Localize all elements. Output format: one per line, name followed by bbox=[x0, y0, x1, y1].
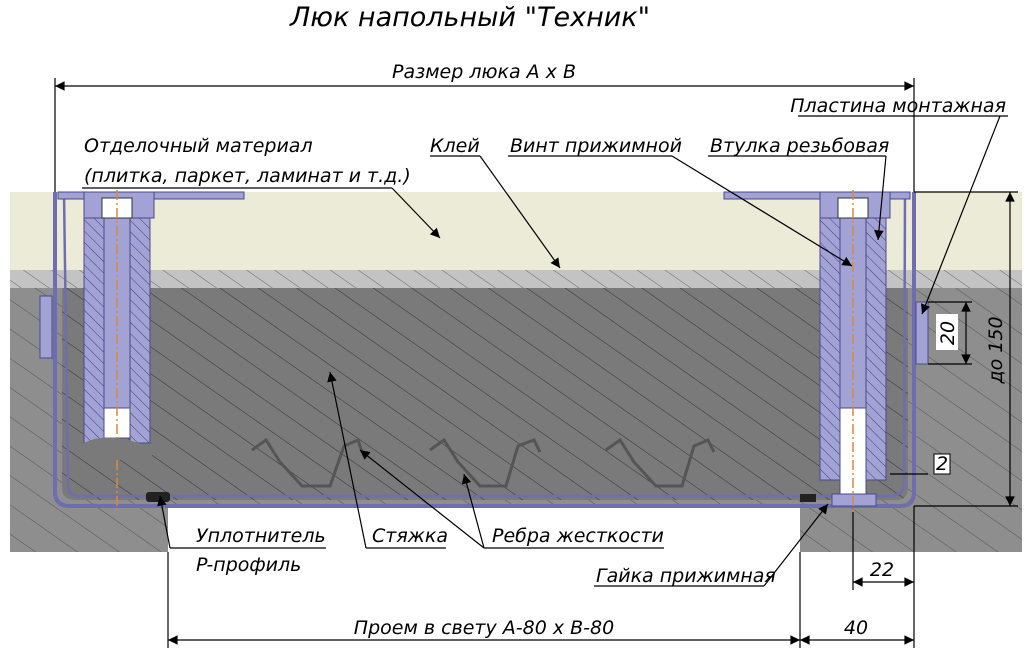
label-clamp-nut: Гайка прижимная bbox=[596, 565, 776, 587]
mounting-plate-left bbox=[39, 295, 53, 359]
label-screed: Стяжка bbox=[372, 525, 448, 547]
stiffening-ribs bbox=[251, 437, 716, 488]
label-seal: Уплотнитель bbox=[196, 525, 326, 547]
label-depth: до 150 bbox=[985, 316, 1007, 384]
label-glue: Клей bbox=[430, 135, 480, 157]
label-hatch-size: Размер люка А х В bbox=[392, 61, 576, 83]
label-clamp-screw: Винт прижимной bbox=[510, 135, 682, 157]
label-mounting-plate: Пластина монтажная bbox=[790, 95, 1006, 117]
label-opening: Проем в свету А-80 х В-80 bbox=[354, 617, 614, 639]
label-threaded-bushing: Втулка резьбовая bbox=[710, 135, 889, 157]
label-stiffeners: Ребра жесткости bbox=[492, 525, 664, 547]
hatch-tray bbox=[53, 191, 916, 508]
label-finish-material: Отделочный материал bbox=[84, 135, 313, 157]
floor-opening bbox=[168, 505, 800, 553]
label-seal-p-profile: P-профиль bbox=[196, 554, 301, 576]
frame-flange-right bbox=[723, 191, 911, 200]
mounting-plate-right bbox=[915, 301, 929, 365]
drawing-title: Люк напольный "Техник" bbox=[289, 2, 650, 33]
right-clamp-assembly bbox=[819, 190, 891, 512]
label-dim-22: 22 bbox=[870, 559, 894, 581]
label-dim-20: 20 bbox=[937, 321, 959, 345]
label-dim-40: 40 bbox=[844, 617, 868, 639]
label-finish-material-examples: (плитка, паркет, ламинат и т.д.) bbox=[84, 165, 411, 187]
left-clamp-assembly bbox=[83, 190, 155, 510]
label-dim-2: 2 bbox=[936, 453, 948, 475]
